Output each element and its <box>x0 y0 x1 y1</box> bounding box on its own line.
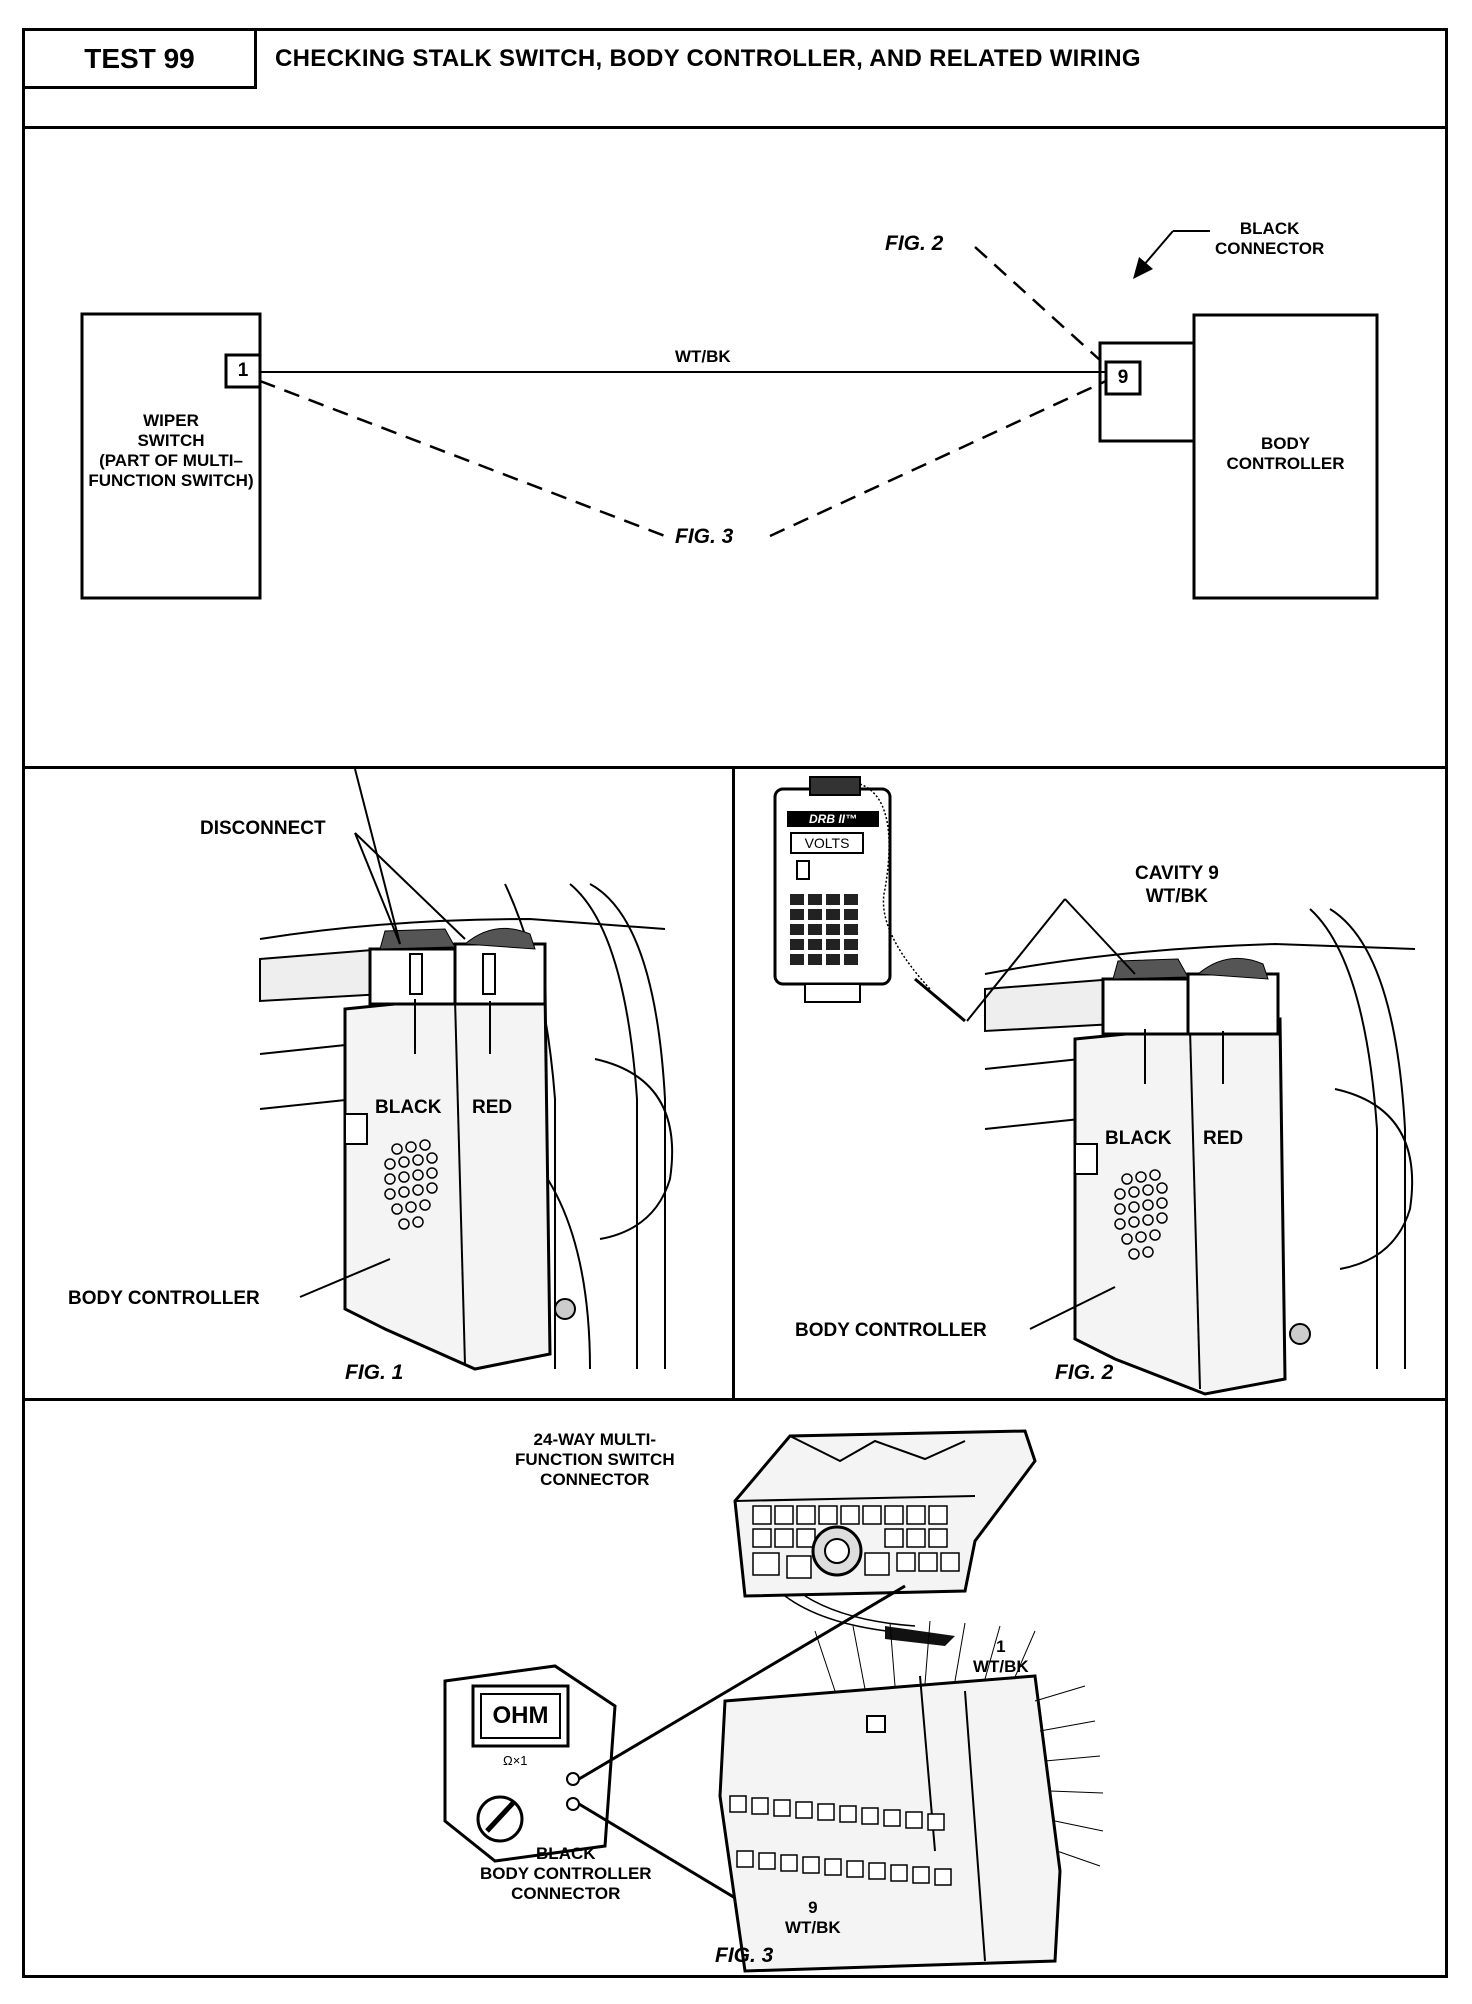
wire-label: WT/BK <box>675 347 731 366</box>
fig2-vent-holes <box>1114 1169 1168 1260</box>
fig1-caption: FIG. 1 <box>345 1361 404 1384</box>
multifunction-connector-label: 24-WAY MULTI- FUNCTION SWITCH CONNECTOR <box>515 1430 675 1489</box>
body-controller-label: BODY CONTROLLER <box>1226 434 1345 473</box>
wiper-pin-number: 1 <box>237 360 249 381</box>
ohmmeter-jack-1 <box>566 1772 580 1786</box>
header: TEST 99 CHECKING STALK SWITCH, BODY CONT… <box>25 31 1445 129</box>
body-connector-cavities <box>729 1795 952 1886</box>
body-connector-wires <box>814 1620 1104 1867</box>
fig3-illustration <box>443 1429 1104 1973</box>
test-number: TEST 99 <box>25 31 257 89</box>
disconnect-label: DISCONNECT <box>200 818 326 839</box>
fig2-reference: FIG. 2 <box>885 232 944 255</box>
fig1-red-connector <box>453 942 547 1006</box>
schematic-panel: 1 9 WIPER SWITCH (PART OF MULTI– FUNCTIO… <box>25 129 1445 769</box>
fig3-leader-right <box>769 379 1107 538</box>
ohmmeter-lead-1 <box>578 1584 906 1781</box>
fig1-body-controller-label: BODY CONTROLLER <box>68 1288 260 1309</box>
fig2-leader <box>974 246 1102 362</box>
fig2-body-controller-shape <box>1073 1017 1287 1396</box>
test-sheet: TEST 99 CHECKING STALK SWITCH, BODY CONT… <box>22 28 1448 1978</box>
fig2-illustration <box>773 776 1416 1396</box>
fig2-body-controller-leader <box>1029 1286 1116 1330</box>
fig2-panel: DRB II™ VOLTS CAVITY 9 WT/BK BLACK RED B… <box>735 769 1445 1401</box>
tester-keypad <box>790 894 858 965</box>
controller-pin-box <box>1104 360 1142 396</box>
wiper-switch-box <box>80 312 262 600</box>
fig1-illustration <box>259 769 674 1371</box>
fig2-body-controller-label: BODY CONTROLLER <box>795 1320 987 1341</box>
fig1-body-controller-shape <box>343 987 552 1371</box>
fig2-red-connector <box>1186 972 1280 1036</box>
fig1-vent-holes <box>384 1139 438 1230</box>
wt-bk-lead <box>885 1626 955 1646</box>
fig3-caption: FIG. 3 <box>715 1944 774 1967</box>
fig3-reference: FIG. 3 <box>675 525 734 548</box>
cavity-label: CAVITY 9 WT/BK <box>1135 863 1219 907</box>
tester-brand-label: DRB II™ <box>809 812 857 826</box>
disconnect-leader-2 <box>354 832 466 940</box>
controller-pin-number: 9 <box>1117 367 1129 388</box>
cavity-leader-2 <box>1064 898 1136 975</box>
ohmmeter-display <box>480 1693 561 1739</box>
pin1-label: 1 WT/BK <box>973 1637 1029 1676</box>
schematic-wiring <box>80 230 1379 600</box>
fig2-red-label: RED <box>1203 1128 1244 1149</box>
probe-tip <box>914 977 966 1023</box>
range-label: Ω×1 <box>503 1753 528 1768</box>
wiper-pin-box <box>224 353 262 389</box>
fig1-red-label: RED <box>472 1097 513 1118</box>
wiper-switch-label: WIPER SWITCH (PART OF MULTI– FUNCTION SW… <box>88 411 254 490</box>
pin9-label: 9 WT/BK <box>785 1898 841 1937</box>
test-title: CHECKING STALK SWITCH, BODY CONTROLLER, … <box>275 45 1141 72</box>
ohm-display-label: OHM <box>492 1702 549 1729</box>
fig2-black-connector <box>1101 977 1195 1036</box>
black-connector-box <box>1098 341 1196 443</box>
fig3-leader-left <box>259 379 666 538</box>
fig2-caption: FIG. 2 <box>1055 1361 1114 1384</box>
black-connector-arrowhead <box>1133 257 1153 279</box>
fig1-black-label: BLACK <box>375 1097 442 1118</box>
volts-label: VOLTS <box>804 835 850 851</box>
fig3-panel: 24-WAY MULTI- FUNCTION SWITCH CONNECTOR … <box>25 1401 1445 1975</box>
cavity-leader-1 <box>966 898 1066 1022</box>
body-controller-box <box>1192 313 1379 600</box>
body-controller-leader <box>299 1258 391 1298</box>
probe-lead <box>859 783 931 990</box>
fig2-black-label: BLACK <box>1105 1128 1172 1149</box>
fig1-panel: DISCONNECT BLACK RED BODY CONTROLLER FIG… <box>25 769 735 1401</box>
black-connector-label: BLACK CONNECTOR <box>1215 219 1325 258</box>
disconnect-leader-1 <box>354 832 401 945</box>
multifunction-cavities <box>752 1505 960 1579</box>
black-connector-leader-diag <box>1142 230 1174 267</box>
volts-display <box>790 832 864 854</box>
black-body-controller-connector-label: BLACK BODY CONTROLLER CONNECTOR <box>480 1844 652 1903</box>
ohmmeter-jack-2 <box>566 1797 580 1811</box>
